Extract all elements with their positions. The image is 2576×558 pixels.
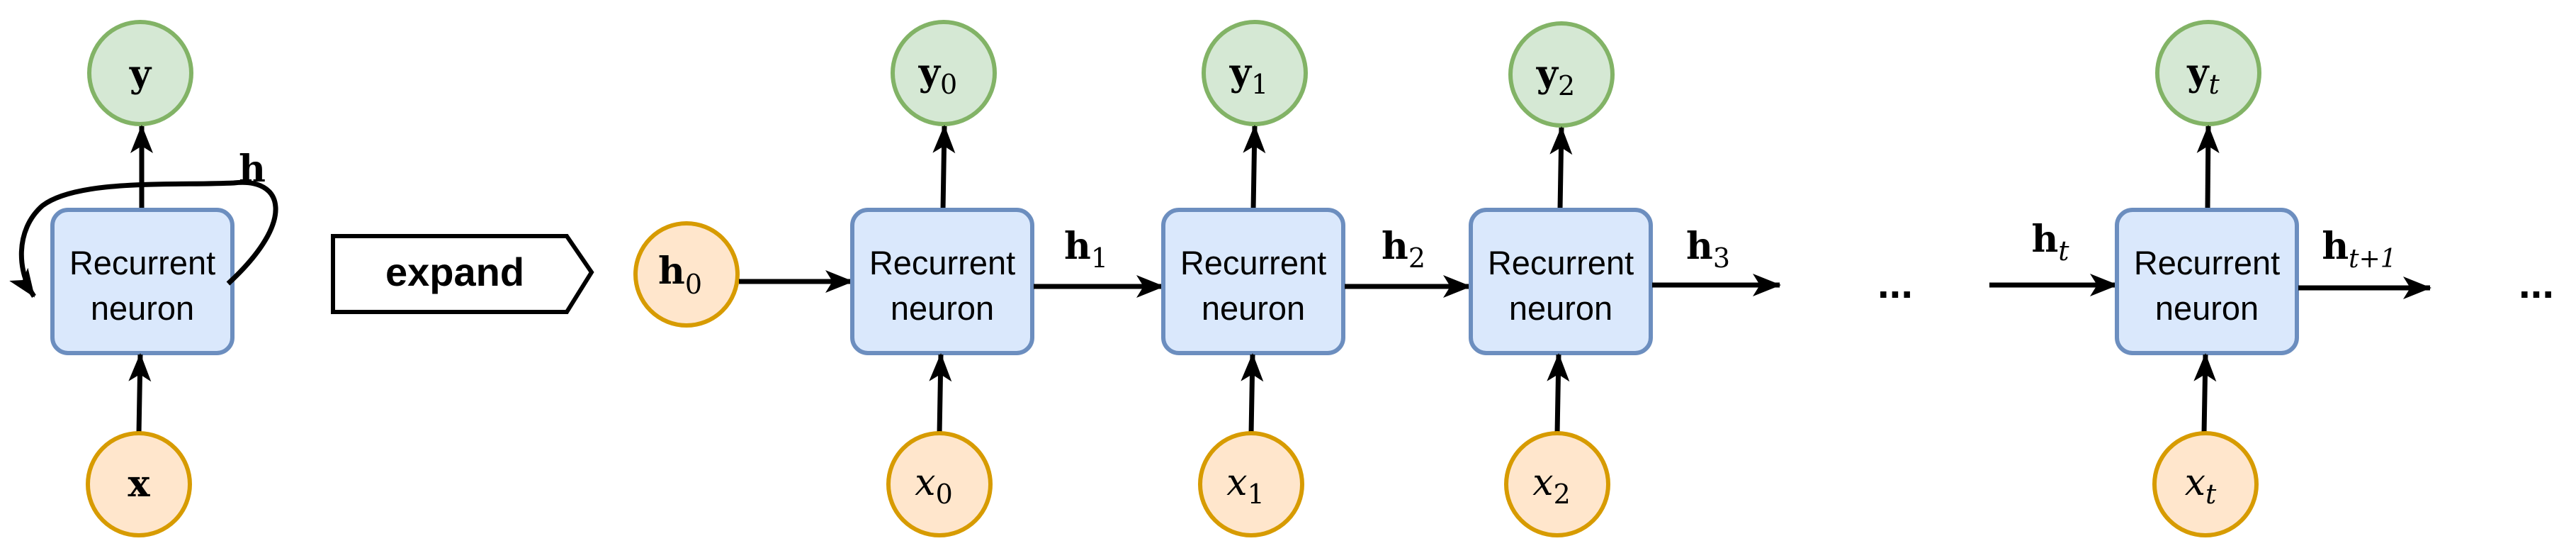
step-t-neuron-label-line1: Recurrent <box>2134 244 2280 281</box>
initial-state-label: h0 <box>658 250 702 300</box>
step-t-output-label: yt <box>2186 51 2220 100</box>
step-1-output-label: y1 <box>1229 51 1268 100</box>
step-2-output-arrow <box>1549 126 1573 211</box>
step-1-neuron-label-line2: neuron <box>1202 289 1305 327</box>
folded-neuron-box <box>50 208 235 355</box>
step-2-neuron-label-line1: Recurrent <box>1488 244 1634 281</box>
step-0-output-node <box>891 20 997 126</box>
step-2-neuron-box <box>1469 208 1653 355</box>
expand-arrow: expand <box>331 234 594 314</box>
step-2-input-label: x2 <box>1532 462 1571 510</box>
step-1-neuron-box <box>1161 208 1345 355</box>
step-1-input-node <box>1198 431 1304 537</box>
folded-neuron-label-line2: neuron <box>91 289 194 327</box>
time-step-t: ht yt Recurrent neuron xt ht+1 <box>1989 20 2431 537</box>
step-0-input-label: x0 <box>915 462 953 510</box>
step-0-input-node <box>886 431 993 537</box>
step-t-next-state-label: ht+1 <box>2322 225 2396 274</box>
step-0-next-state-label: h1 <box>1064 225 1108 274</box>
folded-input-label: x <box>128 462 150 506</box>
folded-input-arrow <box>128 353 152 435</box>
step-t-output-node <box>2155 20 2261 126</box>
step-0-output-label: y0 <box>918 51 957 100</box>
folded-output-node <box>87 20 193 126</box>
step-2-neuron-label-line2: neuron <box>1509 289 1612 327</box>
step-2-output-label: y2 <box>1536 52 1575 101</box>
step-t-incoming-state-label: ht <box>2031 218 2069 267</box>
step-0-neuron-box <box>850 208 1034 355</box>
step-1-input-arrow <box>1241 353 1264 435</box>
folded-recurrent-loop-arrow <box>9 179 278 298</box>
step-1-next-state-label: h2 <box>1382 225 1425 274</box>
time-step-0: y0 Recurrent neuron x0 h1 <box>850 20 1165 537</box>
folded-input-node <box>86 431 192 537</box>
step-t-input-arrow <box>2193 353 2217 435</box>
step-0-neuron-label-line1: Recurrent <box>869 244 1015 281</box>
expand-arrow-shape <box>331 234 594 314</box>
initial-state-node <box>633 221 740 328</box>
time-step-1: y1 Recurrent neuron x1 h2 <box>1161 20 1471 537</box>
folded-output-label: y <box>129 52 152 96</box>
unrolled-rnn: h0 y0 Recurrent neuron x0 h1 y1 Recurren… <box>633 20 2554 537</box>
step-t-neuron-box <box>2115 208 2299 355</box>
step-0-output-arrow <box>932 125 956 211</box>
time-step-2: y2 Recurrent neuron x2 h3 <box>1469 21 1781 537</box>
expand-label: expand <box>385 250 524 294</box>
step-t-input-label: xt <box>2185 462 2217 510</box>
step-2-input-node <box>1504 431 1610 537</box>
folded-neuron-label-line1: Recurrent <box>69 244 215 281</box>
step-2-next-state-label: h3 <box>1686 225 1730 274</box>
step-0-neuron-label-line2: neuron <box>891 289 994 327</box>
ellipsis-1: ... <box>1877 260 1913 307</box>
step-0-input-arrow <box>929 353 952 435</box>
step-t-neuron-label-line2: neuron <box>2155 289 2259 327</box>
step-1-input-label: x1 <box>1226 462 1265 510</box>
step-t-input-node <box>2152 431 2259 537</box>
folded-hidden-label: h <box>239 147 266 191</box>
step-2-output-node <box>1508 21 1615 128</box>
ellipsis-2: ... <box>2519 260 2554 307</box>
step-1-output-node <box>1202 20 1308 126</box>
step-2-input-arrow <box>1547 353 1570 435</box>
step-1-neuron-label-line1: Recurrent <box>1180 244 1326 281</box>
folded-rnn: y Recurrent neuron h x <box>9 20 278 537</box>
step-1-output-arrow <box>1243 125 1266 211</box>
